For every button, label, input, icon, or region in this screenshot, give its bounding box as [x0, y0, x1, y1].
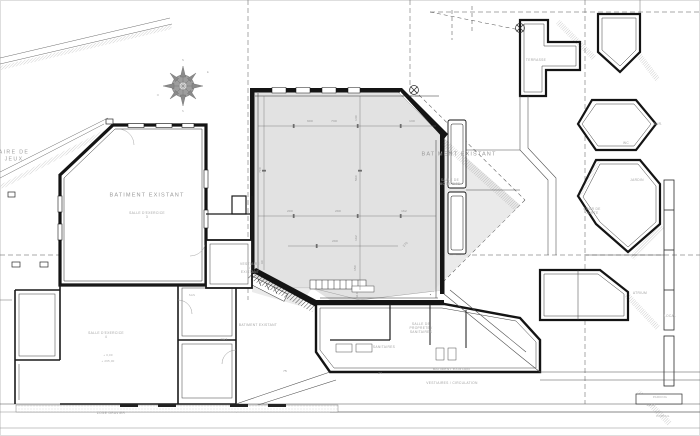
right-building-upper [518, 12, 658, 152]
gravel-zone [15, 404, 339, 413]
compass-rose-graphic [162, 65, 204, 107]
left-building-partitions [14, 284, 237, 405]
pathways [159, 96, 700, 413]
central-building-inner-lines [255, 93, 439, 299]
left-building-partitions-thin [18, 287, 237, 400]
interior-stair [309, 279, 367, 290]
top-wall-openings [271, 87, 361, 94]
right-building-lower [538, 158, 662, 322]
callout-markers [7, 23, 683, 405]
highlighted-extension-zone [251, 91, 520, 306]
dimension-lines [258, 96, 436, 290]
bottom-center-building [314, 302, 542, 374]
right-building-upper-inner [523, 17, 652, 147]
right-glazing-unit [447, 119, 467, 255]
vestiaire-connector [205, 195, 253, 289]
retaining-wall-hatch [0, 20, 672, 426]
right-building-lower-inner [543, 163, 657, 320]
